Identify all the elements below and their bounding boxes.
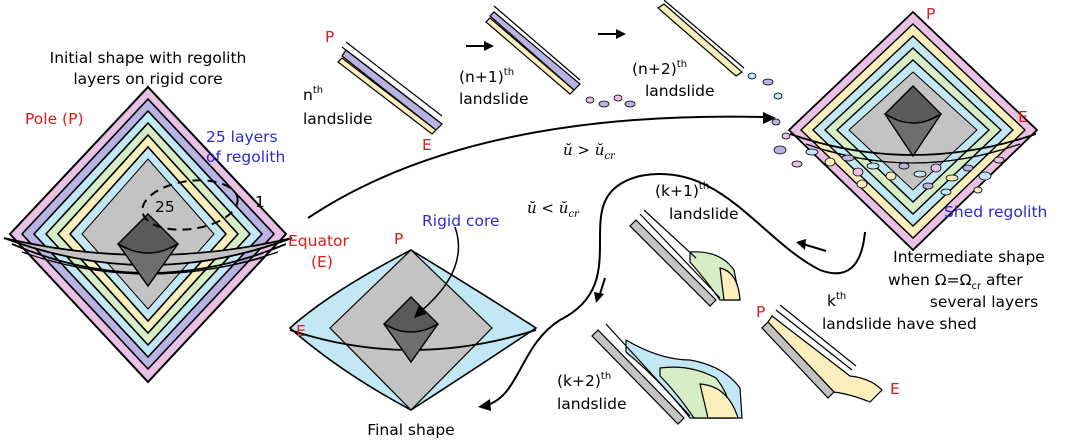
nth-landslide-strip xyxy=(337,41,443,135)
kth-landslide-strip xyxy=(761,304,883,403)
k2-sup: th xyxy=(601,371,611,382)
return-flow-arrow-head xyxy=(478,399,491,411)
top-p-label: P xyxy=(325,28,334,46)
k1-word: landslide xyxy=(669,205,739,223)
top-arrow-2 xyxy=(598,29,626,39)
small-debris xyxy=(585,72,783,108)
initial-shape xyxy=(3,85,293,384)
intermediate-label-3: several layers xyxy=(930,293,1038,311)
final-p-label: P xyxy=(394,230,403,248)
k1-landslide-strip xyxy=(629,209,741,307)
intermediate-omega-pre: when Ω=Ω xyxy=(888,271,972,289)
layer-25-label: 25 xyxy=(155,198,175,216)
cond-lt-label: ŭ < ŭcr xyxy=(527,199,580,220)
n2-base: (n+2) xyxy=(632,60,677,78)
cond-gt-label: ŭ > ŭcr xyxy=(563,141,616,162)
intermediate-omega-sub: cr xyxy=(971,281,981,292)
rigid-core-pointer-head xyxy=(414,305,426,318)
n1-base: (n+1) xyxy=(459,68,504,86)
n2-landslide-strip xyxy=(657,0,745,77)
cond-lt-left: ŭ < ŭ xyxy=(527,199,568,217)
main-flow-arrow xyxy=(307,115,766,219)
initial-title-1: Initial shape with regolith xyxy=(50,49,247,67)
n2-sup: th xyxy=(677,59,687,70)
rigid-core-pointer xyxy=(419,226,460,313)
cond-gt-sub: cr xyxy=(604,151,616,162)
k2-base: (k+2) xyxy=(557,372,601,390)
layers-label-2: of regolith xyxy=(206,148,285,166)
n2-label: (n+2)th xyxy=(632,59,687,78)
intermediate-omega-post: after xyxy=(981,271,1023,289)
intermediate-shape xyxy=(771,10,1039,252)
n1-label: (n+1)th xyxy=(459,67,514,86)
k2-landslide-strip xyxy=(591,323,743,425)
final-shape-label: Final shape xyxy=(367,421,454,439)
rigid-core-bottom xyxy=(117,243,179,288)
final-core-bottom xyxy=(383,323,439,364)
equator-label-1: Equator xyxy=(288,232,350,250)
rigid-core-label: Rigid core xyxy=(422,212,500,230)
intermediate-label-4: landslide have shed xyxy=(822,315,977,333)
initial-title-2: layers on rigid core xyxy=(73,70,222,88)
n-base: n xyxy=(303,86,313,104)
top-e-label: E xyxy=(422,136,432,154)
inter-core-bottom xyxy=(884,113,942,158)
cond-lt-sub: cr xyxy=(568,209,580,220)
k-sup: th xyxy=(836,291,846,302)
final-e-label: E xyxy=(296,322,306,340)
layer-count-loop xyxy=(141,179,239,231)
n-sup: th xyxy=(313,85,323,96)
k2-label: (k+2)th xyxy=(557,371,611,390)
n1-sup: th xyxy=(504,67,514,78)
shed-regolith-label: Shed regolith xyxy=(944,203,1047,221)
cond-gt-left: ŭ > ŭ xyxy=(563,141,604,159)
k2-word: landslide xyxy=(557,395,627,413)
k1-sup: th xyxy=(699,181,709,192)
n2-word: landslide xyxy=(645,82,715,100)
kth-p-label: P xyxy=(756,303,765,321)
layers-label-1: 25 layers xyxy=(206,128,278,146)
s-arrow-2 xyxy=(594,277,606,303)
k-label: kth xyxy=(827,291,846,310)
main-flow-arrow-head xyxy=(763,112,776,124)
kth-e-label: E xyxy=(890,380,900,398)
k1-base: (k+1) xyxy=(655,182,699,200)
equator-flange xyxy=(3,237,293,266)
inter-e-label: E xyxy=(1018,108,1028,126)
k1-label: (k+1)th xyxy=(655,181,709,200)
s-arrow-1 xyxy=(796,239,827,252)
top-arrow-1 xyxy=(466,41,494,51)
intermediate-label-2: when Ω=Ωcr after xyxy=(888,271,1023,292)
k-base: k xyxy=(827,292,836,310)
layer-1-label: 1 xyxy=(255,193,265,211)
inter-p-label: P xyxy=(926,5,935,23)
return-flow-arrow xyxy=(486,173,866,406)
equator-label-2: (E) xyxy=(311,253,333,271)
intermediate-label-1: Intermediate shape xyxy=(893,248,1045,266)
final-shape xyxy=(288,249,538,411)
nth-label: nth xyxy=(303,85,323,104)
n1-word: landslide xyxy=(459,90,529,108)
nth-word: landslide xyxy=(303,110,373,128)
n1-landslide-strip xyxy=(485,5,581,95)
pole-label: Pole (P) xyxy=(25,110,84,128)
shed-debris xyxy=(771,118,1005,196)
